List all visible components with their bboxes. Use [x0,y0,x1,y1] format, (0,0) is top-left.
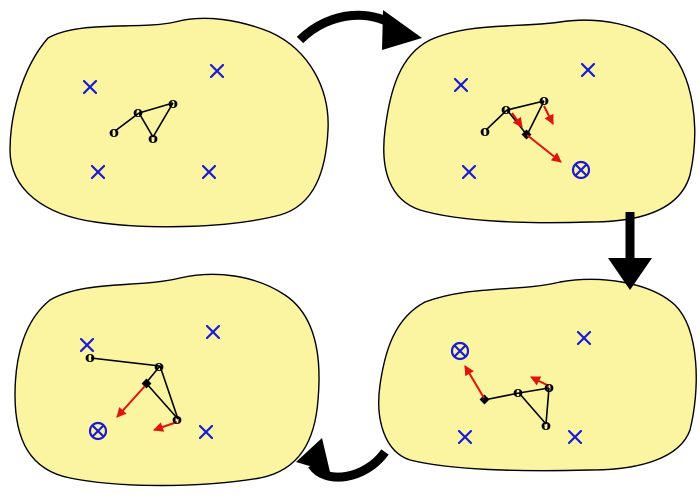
graph-node: o [85,348,95,366]
graph-edge [485,109,508,131]
graph-edge [518,392,547,425]
x-mark-icon [567,429,583,445]
region-blob [14,273,320,487]
graph-edge [138,102,174,114]
x-mark-icon [209,63,225,79]
graph-node: o [133,103,143,121]
panel-top-left: o o o o [9,17,329,228]
x-mark-icon [205,324,221,340]
panel-top-right: o o o [383,19,696,224]
x-mark-icon [198,424,214,440]
graph-node: o [480,122,490,140]
x-mark-icon [580,62,596,78]
region-blob [383,19,696,224]
x-mark-icon [90,164,106,180]
region-blob [9,17,329,228]
force-arrow [116,385,146,418]
panel-bottom-left: o o o [14,273,320,487]
graph-edge [526,100,545,136]
x-mark-icon [82,79,98,95]
graph-node: o [154,357,164,375]
graph-node: o [541,416,551,434]
force-arrow [153,421,178,432]
graph-edge [483,392,520,401]
graph-edge [145,365,161,384]
x-mark-icon [457,429,473,445]
x-mark-icon [576,330,592,346]
graph-node: o [172,410,182,428]
arrowhead-icon [608,258,652,290]
arrowhead-icon [296,438,330,472]
graph-edge [114,112,140,132]
circled-x-target-icon [88,421,108,441]
step-arrow-right [608,212,652,290]
force-arrow [464,365,485,399]
circled-x-target-icon [571,160,591,180]
force-arrow [511,112,523,128]
graph-node: o [539,91,549,109]
panel-bottom-right: o o o [378,278,697,472]
graph-edge [90,357,161,367]
step-arrow-top [296,10,422,50]
graph-node: o [148,129,158,147]
circled-x-target-icon [450,341,470,361]
graph-edge [545,387,550,425]
force-arrow [530,376,550,387]
diamond-icon [479,394,490,405]
x-mark-icon [79,337,95,353]
graph-node: o [544,378,554,396]
graph-node: o [513,383,523,401]
graph-edge [138,112,154,138]
force-arrow [526,134,562,163]
graph-node: o [168,94,178,112]
step-arrow-bottom [296,438,389,482]
graph-node: o [501,100,511,118]
arrowhead-icon [382,10,422,50]
graph-edge [506,100,545,111]
x-mark-icon [461,164,477,180]
x-mark-icon [201,164,217,180]
region-blob [378,278,697,472]
graph-edge [159,365,179,420]
force-arrow [543,105,554,125]
graph-edge [518,387,550,394]
graph-node: o [109,123,119,141]
graph-edge [145,382,179,420]
x-mark-icon [453,77,469,93]
graph-edge [152,102,174,138]
